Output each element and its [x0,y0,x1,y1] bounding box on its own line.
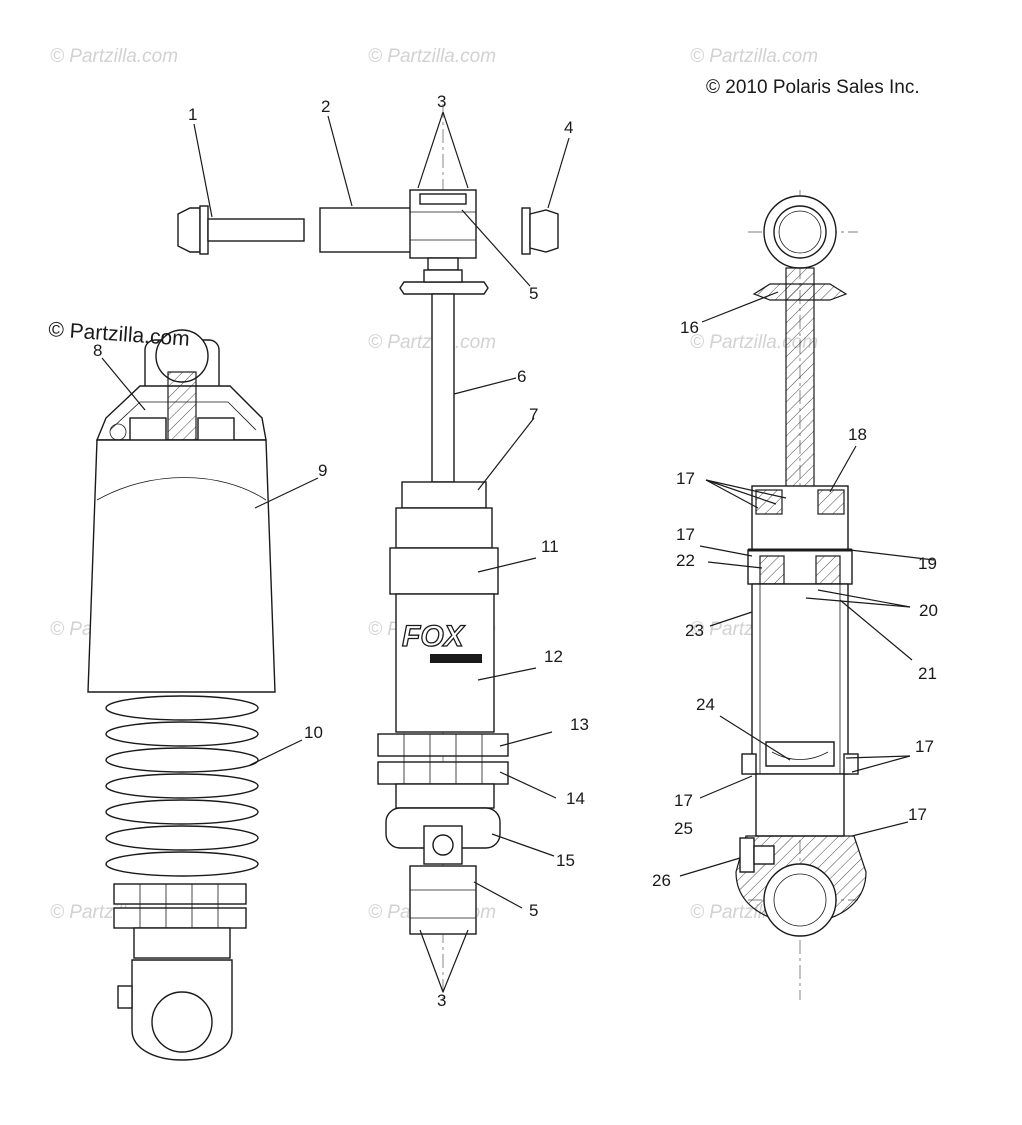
callout-3-top: 3 [437,92,446,111]
callout-4: 4 [564,118,573,137]
callout-26: 26 [652,871,671,890]
watermark: © Partzilla.com [690,46,818,67]
callout-8: 8 [93,341,102,360]
callout-18: 18 [848,425,867,444]
callout-16: 16 [680,318,699,337]
leader-lines [101,111,935,993]
callout-17: 17 [908,805,927,824]
shock-cross-section [735,190,867,1000]
spacer-part [319,207,413,253]
callout-10: 10 [304,723,323,742]
flange-nut-part [521,207,559,255]
callout-15: 15 [556,851,575,870]
foreground-watermark: © Partzilla.com [48,318,191,351]
callout-9: 9 [318,461,327,480]
callout-21: 21 [918,664,937,683]
callout-3-bottom: 3 [437,991,446,1010]
callout-11: 11 [541,537,559,556]
callout-7: 7 [529,405,538,424]
callout-14: 14 [566,789,585,808]
callout-17: 17 [674,791,693,810]
callout-20: 20 [919,601,938,620]
callout-5-bottom: 5 [529,901,538,920]
callout-25: 25 [674,819,693,838]
callout-19: 19 [918,554,937,573]
watermark: © Partzilla.com [50,46,178,67]
callout-numbers: 1 2 3 4 5 6 7 8 9 10 11 12 13 14 15 5 3 … [93,92,938,1010]
callout-1: 1 [188,105,197,124]
callout-17: 17 [676,525,695,544]
callout-13: 13 [570,715,589,734]
copyright-notice: © 2010 Polaris Sales Inc. [706,77,920,98]
svg-text:FOX: FOX [402,620,466,653]
callout-22: 22 [676,551,695,570]
complete-shock-assembly [87,329,276,1061]
callout-12: 12 [544,647,563,666]
watermark: © Partzilla.com [368,46,496,67]
callout-5-top: 5 [529,284,538,303]
callout-2: 2 [321,97,330,116]
callout-17: 17 [915,737,934,756]
callout-23: 23 [685,621,704,640]
callout-17: 17 [676,469,695,488]
callout-24: 24 [696,695,715,714]
bolt-part [177,205,305,255]
fox-brand-logo: FOX [401,619,482,663]
callout-6: 6 [517,367,526,386]
